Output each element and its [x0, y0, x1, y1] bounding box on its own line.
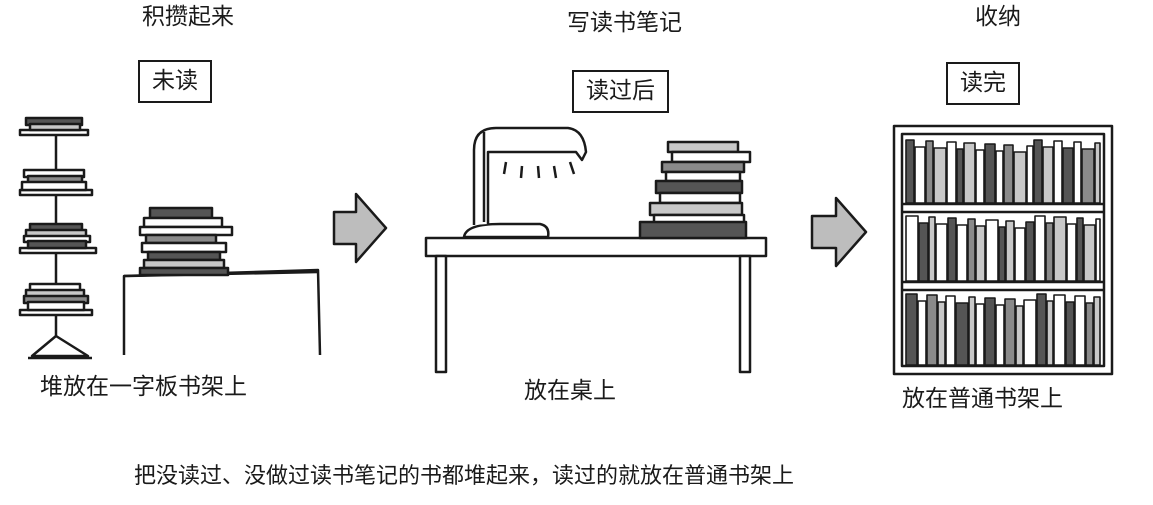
book-spine — [995, 304, 1005, 366]
book-spine — [1065, 301, 1075, 366]
book-spine — [1023, 299, 1037, 366]
book-spine — [1013, 151, 1027, 204]
book-pile — [138, 206, 234, 277]
book-spine — [1081, 148, 1095, 204]
book-spine — [1094, 142, 1101, 204]
book-spine — [1033, 139, 1043, 204]
book-spine — [1045, 222, 1054, 282]
book-spine — [1085, 302, 1094, 366]
book-spine — [1076, 217, 1084, 282]
stage-title: 写读书笔记 — [567, 10, 682, 36]
book-spine — [1004, 298, 1016, 366]
arrow-right-icon — [810, 196, 868, 268]
low-table-illustration — [122, 268, 322, 356]
stage-tag: 读完 — [946, 62, 1020, 105]
bookcase-shelf — [905, 215, 1101, 282]
book-spine — [918, 222, 929, 282]
book-spine — [1034, 215, 1046, 282]
stage-title: 收纳 — [975, 4, 1021, 30]
book-spine — [1062, 147, 1074, 204]
book-spine — [928, 216, 936, 282]
book-spine — [937, 301, 946, 366]
book-spine — [1053, 294, 1066, 366]
book-spine — [956, 148, 964, 204]
book-spine — [956, 224, 968, 282]
book-spine — [1036, 293, 1047, 366]
book-spine — [933, 147, 947, 204]
book-spine — [968, 296, 976, 366]
book-spine — [984, 297, 996, 366]
book-spine — [945, 295, 956, 366]
stage-caption: 放在桌上 — [524, 378, 616, 404]
stage-title: 积攒起来 — [142, 4, 234, 30]
book-spine — [985, 219, 999, 282]
bookcase-shelf — [905, 293, 1101, 366]
book-spine — [905, 293, 918, 366]
book-spine — [925, 140, 934, 204]
book-spine — [1073, 141, 1082, 204]
book-spine — [975, 225, 986, 282]
book-spine — [1095, 218, 1101, 282]
book-spine — [947, 217, 957, 282]
desk-illustration — [424, 236, 768, 374]
footer-caption: 把没读过、没做过读书笔记的书都堆起来，读过的就放在普通书架上 — [134, 464, 795, 489]
stage-tag: 读过后 — [572, 70, 669, 113]
book-spine — [995, 150, 1004, 204]
arrow-right-icon — [332, 192, 388, 264]
book-spine — [1003, 144, 1014, 204]
desk-book-stack — [638, 140, 752, 240]
book-spine — [1053, 216, 1067, 282]
stage-tag: 未读 — [138, 60, 212, 103]
stage-caption: 堆放在一字板书架上 — [40, 374, 247, 400]
book-spine — [1042, 146, 1054, 204]
book-spine — [1074, 295, 1086, 366]
book-spine — [917, 300, 927, 366]
book-spine — [1093, 296, 1101, 366]
book-spine — [998, 226, 1006, 282]
book-spine — [963, 142, 976, 204]
book-spine — [1015, 305, 1024, 366]
book-spine — [984, 143, 996, 204]
book-spine — [975, 149, 985, 204]
book-spine — [1066, 223, 1077, 282]
book-spine — [1026, 145, 1034, 204]
book-spine — [975, 303, 985, 366]
book-spine — [935, 223, 948, 282]
book-spine — [955, 302, 969, 366]
book-spine — [1046, 300, 1054, 366]
book-spine — [1083, 224, 1096, 282]
book-spine — [1053, 140, 1063, 204]
book-spine — [905, 215, 919, 282]
book-spine — [1014, 227, 1026, 282]
stage-caption: 放在普通书架上 — [902, 386, 1063, 412]
vertical-shelf-illustration — [18, 116, 98, 360]
book-spine — [914, 146, 926, 204]
book-spine — [1025, 221, 1035, 282]
bookcase-illustration — [892, 124, 1114, 376]
book-spine — [926, 294, 938, 366]
book-spine — [1005, 220, 1015, 282]
book-spine — [946, 141, 957, 204]
book-spine — [905, 139, 915, 204]
desk-lamp-illustration — [462, 126, 588, 239]
bookcase-shelf — [905, 139, 1101, 204]
book-spine — [967, 218, 976, 282]
